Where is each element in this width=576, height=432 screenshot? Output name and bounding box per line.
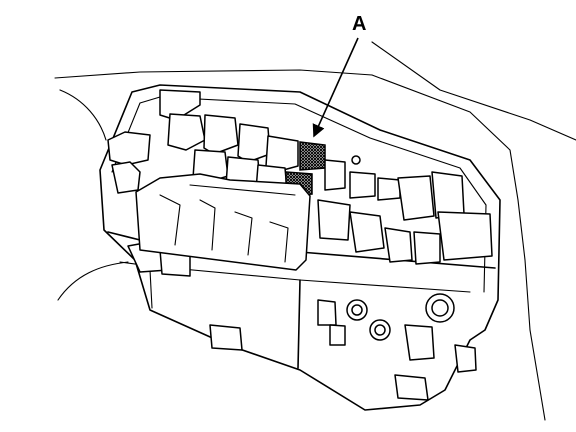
left-connectors — [107, 131, 191, 277]
right-components — [317, 155, 493, 265]
callout-label-a: A — [352, 13, 367, 35]
main-relay-block — [135, 173, 311, 271]
vehicle-body-outline — [54, 41, 576, 421]
lower-terminals — [209, 293, 477, 401]
callout-arrow — [312, 37, 359, 138]
